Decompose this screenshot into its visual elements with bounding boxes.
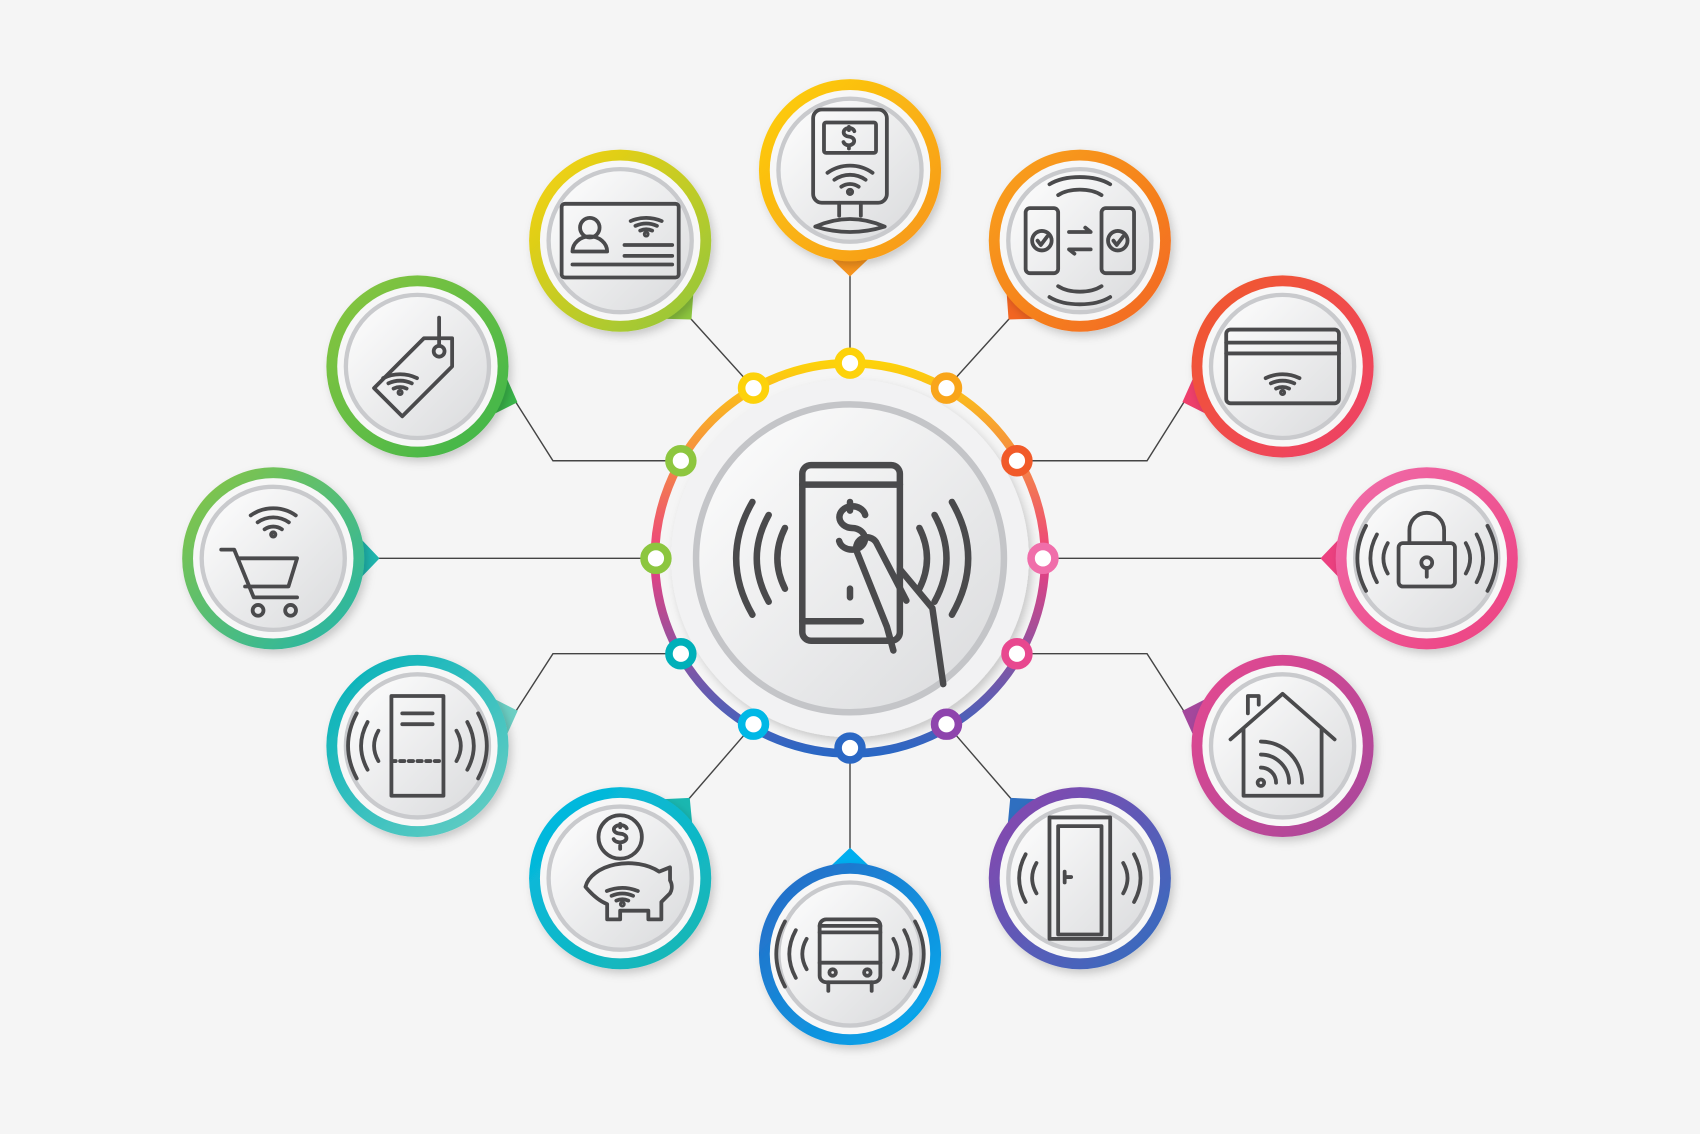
node-inner-disc <box>343 292 492 441</box>
connector-line <box>687 723 755 800</box>
connector-line <box>1016 653 1185 713</box>
node-smart-lock <box>1320 467 1518 650</box>
node-inner-disc <box>546 804 694 952</box>
connector-dot <box>665 638 697 670</box>
nfc-id-card-icon <box>559 201 681 280</box>
node-inner-disc <box>1006 804 1154 952</box>
transit-bus-icon <box>774 917 926 993</box>
node-inner-disc <box>1006 166 1154 315</box>
node-inner-disc <box>343 672 492 820</box>
shopping-cart-wifi-icon <box>219 506 299 618</box>
node-pos-terminal <box>758 79 942 277</box>
connector-dot <box>930 372 963 404</box>
payment-terminal-icon <box>811 107 889 234</box>
hub-inner-disc <box>692 401 1008 716</box>
node-transit-bus <box>758 847 942 1046</box>
node-inner-disc <box>776 880 924 1028</box>
node-price-tag <box>326 275 518 458</box>
connector-line <box>945 317 1011 389</box>
node-smart-home <box>1182 654 1374 837</box>
node-access-door <box>988 787 1171 970</box>
piggy-bank-icon <box>583 813 674 922</box>
connector-dot <box>737 372 770 404</box>
smart-lock-icon <box>1355 510 1498 593</box>
node-shopping-cart <box>182 467 380 650</box>
connector-dot <box>1001 445 1033 477</box>
access-door-icon <box>1017 815 1143 941</box>
contactless-card-icon <box>1224 327 1341 406</box>
connector-line <box>1016 400 1186 462</box>
smartphone-contactless-payment-icon <box>732 461 972 688</box>
phone-to-phone-transfer-icon <box>1023 175 1136 307</box>
connector-line <box>945 723 1013 800</box>
nodes <box>182 79 1518 1046</box>
node-inner-disc <box>546 166 694 315</box>
connector-line <box>689 317 755 389</box>
connector-dot <box>834 347 866 379</box>
node-phone-transfer <box>988 149 1171 332</box>
smart-home-icon <box>1228 691 1337 798</box>
connector-dot <box>665 445 697 477</box>
connector-dot <box>1001 638 1033 670</box>
node-inner-disc <box>1208 292 1357 441</box>
connector-dot <box>930 708 963 740</box>
node-ticket <box>326 654 518 837</box>
central-hub <box>640 347 1059 764</box>
connectors <box>377 274 1323 850</box>
node-id-card <box>529 149 712 332</box>
contactless-ticket-icon <box>346 694 489 798</box>
connector-dot <box>1027 542 1059 575</box>
connector-dot <box>834 732 866 764</box>
node-contactless-card <box>1182 275 1374 458</box>
node-piggy-bank <box>529 787 712 970</box>
connector-line <box>514 401 681 462</box>
nfc-price-tag-icon <box>372 315 455 419</box>
connector-dot <box>640 542 672 575</box>
connector-line <box>515 653 681 712</box>
connector-dot <box>737 708 770 740</box>
